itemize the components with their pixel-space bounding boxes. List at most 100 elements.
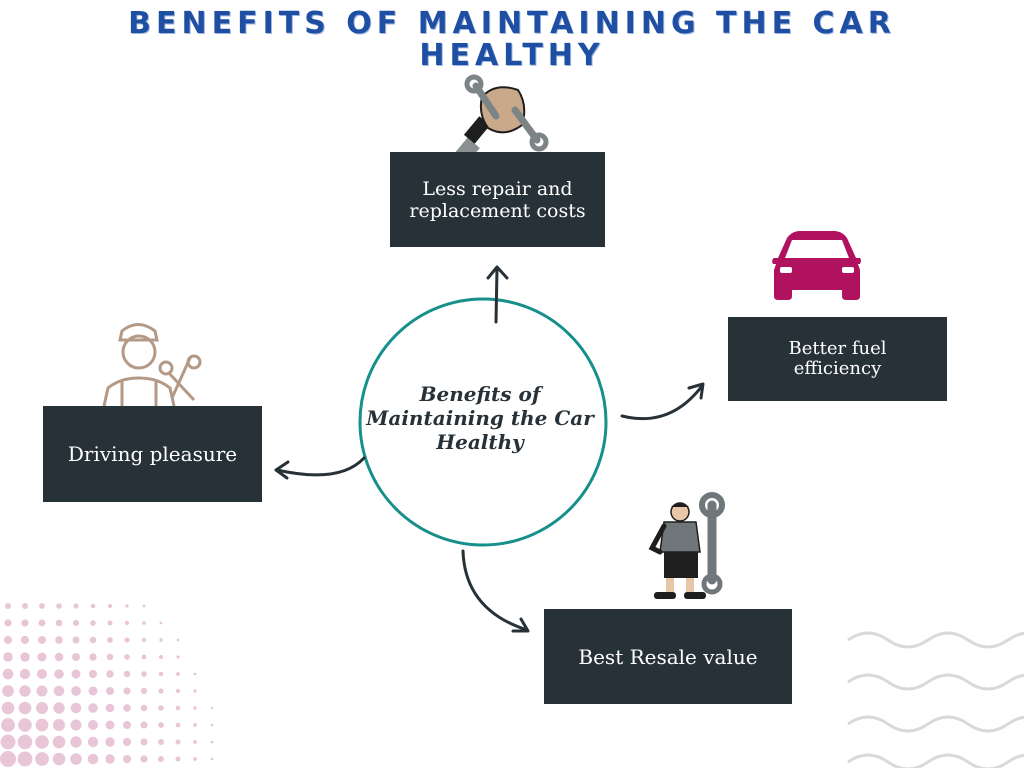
- decorative-dot: [105, 703, 115, 713]
- benefit-box-resale-value: Best Resale value: [544, 609, 792, 704]
- decorative-dot: [159, 621, 163, 625]
- decorative-dot: [35, 752, 49, 766]
- benefit-box-fuel-efficiency: Better fuel efficiency: [728, 317, 947, 401]
- wave-pattern-decoration: [847, 631, 1024, 768]
- decorative-dot: [89, 653, 97, 661]
- decorative-dot: [193, 689, 197, 693]
- decorative-dot: [3, 652, 13, 662]
- benefit-box-driving-pleasure: Driving pleasure: [43, 406, 262, 502]
- decorative-dot: [210, 706, 214, 710]
- decorative-dot: [193, 740, 197, 744]
- decorative-dot: [210, 740, 214, 744]
- decorative-dot: [106, 670, 114, 678]
- decorative-dot: [176, 672, 180, 676]
- decorative-dot: [140, 687, 148, 695]
- decorative-dot: [88, 703, 98, 713]
- decorative-dot: [0, 751, 16, 767]
- decorative-dot: [90, 620, 96, 626]
- decorative-dot: [176, 655, 180, 659]
- decorative-dot: [175, 739, 181, 745]
- decorative-dot: [35, 718, 49, 732]
- benefit-repair-line-1: Less repair and: [422, 177, 573, 200]
- decorative-dot: [70, 736, 82, 748]
- decorative-dot: [175, 705, 181, 711]
- decorative-dot: [54, 669, 64, 679]
- decorative-dot: [52, 735, 66, 749]
- decorative-dot: [123, 670, 131, 678]
- decorative-dot: [193, 723, 197, 727]
- decorative-dot: [0, 734, 16, 750]
- decorative-dot: [106, 687, 114, 695]
- decorative-dot: [88, 720, 98, 730]
- decorative-dot: [158, 671, 164, 677]
- decorative-dot: [2, 668, 14, 680]
- arrow-up: [486, 265, 509, 324]
- benefit-fuel-line-2: efficiency: [793, 358, 882, 379]
- decorative-dot: [193, 706, 197, 710]
- title-line-2: HEALTHY: [419, 38, 605, 73]
- decorative-dot: [37, 652, 47, 662]
- decorative-dot: [70, 702, 82, 714]
- decorative-dot: [20, 635, 30, 645]
- center-line-1: Benefits of: [419, 382, 541, 406]
- decorative-dot: [36, 685, 48, 697]
- decorative-dot: [70, 753, 82, 765]
- decorative-dot: [19, 685, 31, 697]
- decorative-dot: [71, 669, 81, 679]
- decorative-dot: [53, 702, 65, 714]
- decorative-dot: [2, 685, 14, 697]
- arrow-down: [461, 549, 530, 633]
- decorative-dot: [70, 719, 82, 731]
- decorative-dot: [124, 620, 130, 626]
- decorative-dot: [124, 654, 130, 660]
- benefit-box-repair-costs: Less repair and replacement costs: [390, 152, 605, 247]
- decorative-dot: [158, 688, 164, 694]
- decorative-dot: [18, 718, 32, 732]
- decorative-dot: [123, 687, 131, 695]
- decorative-dot: [72, 636, 80, 644]
- benefit-repair-line-2: replacement costs: [409, 199, 586, 222]
- decorative-dot: [87, 753, 99, 765]
- decorative-dot: [17, 751, 33, 767]
- decorative-dot: [5, 603, 11, 609]
- decorative-dot: [18, 701, 32, 715]
- decorative-dot: [90, 603, 96, 609]
- decorative-dot: [210, 723, 214, 727]
- decorative-dot: [158, 654, 164, 660]
- benefit-driving-label: Driving pleasure: [67, 442, 238, 466]
- mechanic-with-tools-icon: [102, 323, 202, 407]
- decorative-dot: [56, 603, 62, 609]
- center-line-2: Maintaining the Car: [366, 406, 594, 430]
- title-line-1: BENEFITS OF MAINTAINING THE CAR: [128, 6, 896, 41]
- decorative-dot: [106, 653, 114, 661]
- decorative-dot: [175, 688, 181, 694]
- decorative-dot: [158, 739, 164, 745]
- decorative-dot: [141, 637, 147, 643]
- decorative-dot: [71, 686, 81, 696]
- decorative-dot: [52, 752, 66, 766]
- decorative-dot: [1, 718, 15, 732]
- car-icon: [772, 231, 861, 300]
- decorative-dot: [38, 636, 46, 644]
- decorative-dot: [22, 603, 28, 609]
- decorative-dot: [89, 636, 97, 644]
- decorative-dot: [20, 652, 30, 662]
- decorative-dot: [140, 755, 148, 763]
- decorative-dot: [123, 704, 131, 712]
- page-title: BENEFITS OF MAINTAINING THE CAR HEALTHY: [0, 8, 1024, 72]
- decorative-dot: [105, 720, 115, 730]
- decorative-dot: [35, 735, 49, 749]
- arrow-left: [274, 456, 366, 480]
- decorative-dot: [140, 738, 148, 746]
- decorative-dot: [193, 672, 197, 676]
- decorative-dot: [175, 722, 181, 728]
- decorative-dot: [210, 757, 214, 761]
- center-circle: [358, 297, 608, 547]
- decorative-dot: [55, 619, 63, 627]
- decorative-dot: [142, 604, 146, 608]
- decorative-dot: [19, 668, 31, 680]
- decorative-dot: [38, 619, 46, 627]
- benefit-resale-label: Best Resale value: [578, 644, 758, 669]
- decorative-dot: [124, 637, 130, 643]
